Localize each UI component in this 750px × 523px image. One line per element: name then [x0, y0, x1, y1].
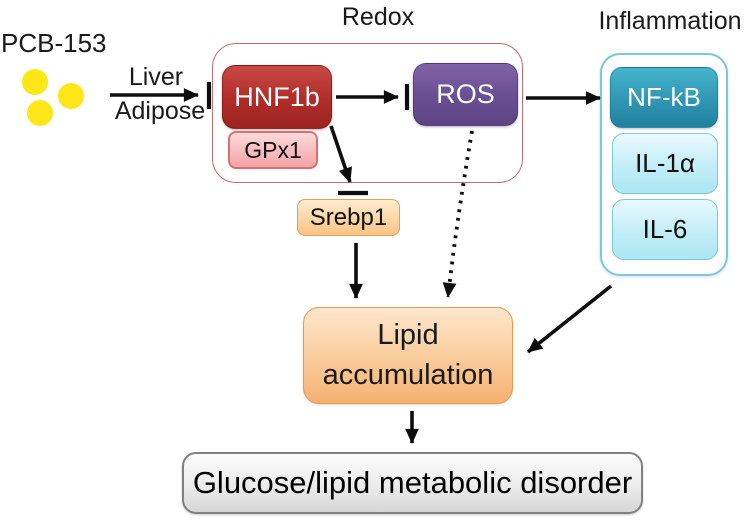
adipose-label: Adipose: [114, 97, 206, 125]
node-nfkb: NF-kB: [610, 67, 718, 128]
liver-label: Liver: [128, 63, 184, 91]
pcb-153-label: PCB-153: [1, 28, 107, 58]
node-srebp1: Srebp1: [297, 199, 400, 236]
node-hnf1b: HNF1b: [222, 65, 332, 129]
redox-group-title: Redox: [341, 3, 415, 31]
node-gpx1: GPx1: [228, 131, 318, 169]
node-lipid-accumulation: Lipid accumulation: [303, 307, 513, 404]
node-ros: ROS: [413, 63, 518, 126]
node-il6: IL-6: [612, 199, 718, 260]
inflammation-group-title: Inflammation: [598, 7, 742, 35]
node-il1a: IL-1α: [612, 133, 718, 194]
node-metabolic-disorder: Glucose/lipid metabolic disorder: [182, 452, 643, 514]
